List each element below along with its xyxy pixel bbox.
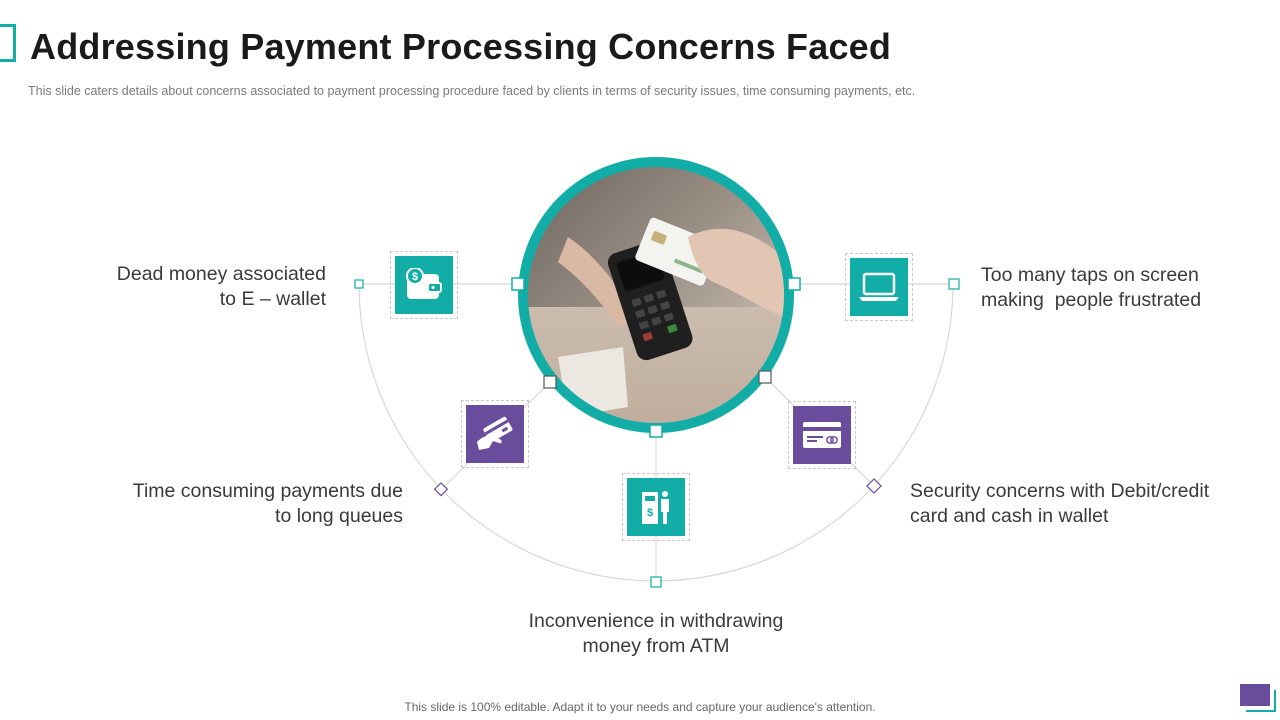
node-marker-lower-right [866,478,882,494]
concern-label-e-wallet: Dead money associated to E – wallet [60,262,326,312]
laptop-icon [845,253,913,321]
concern-label-line: Dead money associated [116,263,326,285]
concern-label-screen-taps: Too many taps on screen making people fr… [981,263,1271,313]
concern-label-line: to long queues [275,505,403,527]
concern-label-line: money from ATM [582,635,730,657]
credit-card-icon [788,401,856,469]
concern-label-line: to E – wallet [219,288,326,310]
corner-decoration-bracket [1246,690,1276,712]
svg-text:$: $ [647,507,653,519]
title-accent-bracket [0,24,16,62]
wallet-dollar-icon: $ [390,251,458,319]
concern-label-line: card and cash in wallet [910,505,1109,527]
page-title: Addressing Payment Processing Concerns F… [30,26,892,67]
corner-decoration-box [1240,684,1270,706]
concern-label-line: Inconvenience in withdrawing [528,610,784,632]
ring-node-lower-right [758,370,772,384]
concern-label-security: Security concerns with Debit/credit card… [910,479,1270,529]
concern-label-atm: Inconvenience in withdrawing money from … [476,609,836,659]
concern-label-line: Too many taps on screen [981,264,1199,286]
svg-text:$: $ [412,271,418,283]
concern-label-line: making people frustrated [981,289,1202,311]
concern-label-line: Security concerns with Debit/credit [910,480,1210,502]
ring-node-bottom [649,424,663,438]
ring-node-left [511,277,525,291]
node-marker-lower-left [433,482,449,497]
ring-node-lower-left [543,375,557,389]
node-marker-far-right [948,278,960,290]
page-subtitle: This slide caters details about concerns… [28,84,916,98]
footer-note: This slide is 100% editable. Adapt it to… [404,700,876,714]
node-marker-far-left [354,279,364,289]
concern-label-queues: Time consuming payments due to long queu… [60,479,403,529]
concern-label-line: Time consuming payments due [132,480,403,502]
ring-node-right [787,277,801,291]
atm-icon: $ [622,473,690,541]
node-marker-bottom [650,576,662,588]
hand-card-icon [461,400,529,468]
